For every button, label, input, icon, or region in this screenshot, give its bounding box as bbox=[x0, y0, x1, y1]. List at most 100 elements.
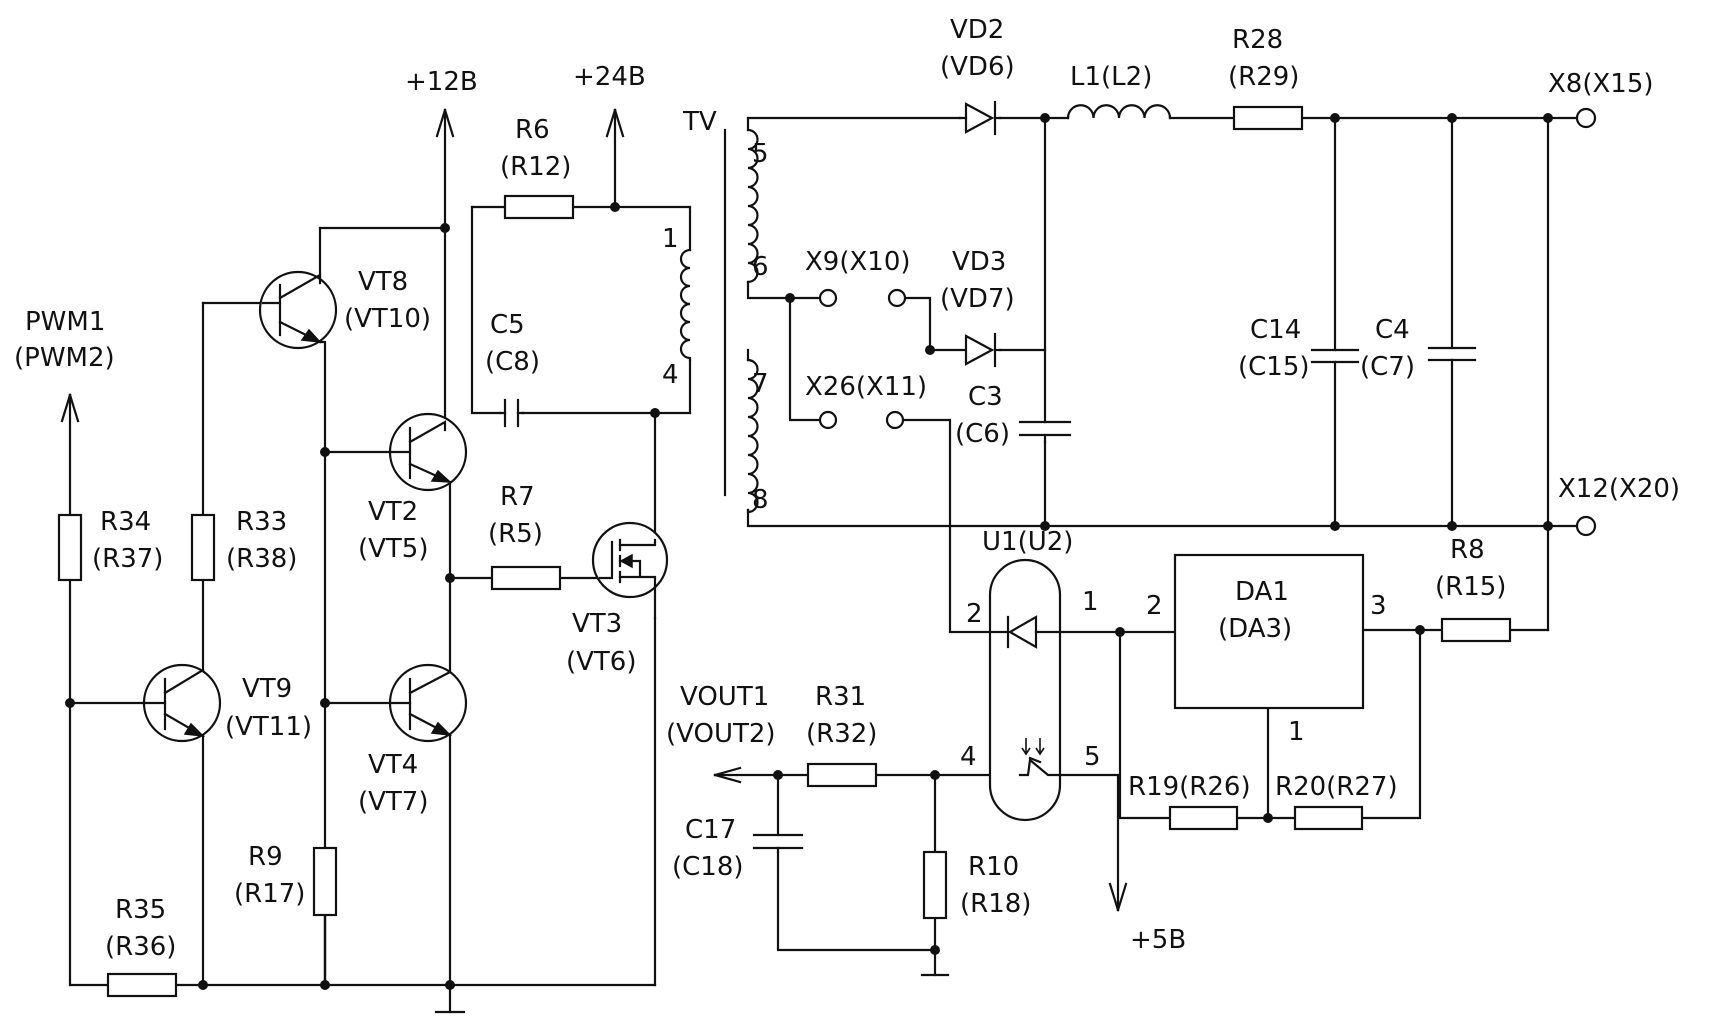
terminal-x9-b bbox=[887, 288, 907, 308]
resistor-r31 bbox=[806, 762, 878, 788]
label-c3-1: C3 bbox=[968, 382, 1003, 412]
label-c17-1: C17 bbox=[685, 815, 736, 845]
label-r28-2: (R29) bbox=[1228, 62, 1299, 92]
label-tv-pin-5: 5 bbox=[752, 139, 769, 169]
label-vt4-2: (VT7) bbox=[358, 787, 429, 817]
resistor-r33 bbox=[190, 513, 216, 582]
label-vd3-1: VD3 bbox=[952, 247, 1006, 277]
v24-arrow bbox=[605, 108, 625, 138]
inductor-l1 bbox=[1066, 104, 1172, 120]
terminal-x8 bbox=[1575, 107, 1597, 129]
label-r7-2: (R5) bbox=[488, 519, 543, 549]
label-r9-1: R9 bbox=[248, 842, 283, 872]
resistor-r10 bbox=[922, 850, 948, 920]
label-c4-2: (C7) bbox=[1360, 352, 1415, 382]
winding-7-8 bbox=[746, 358, 759, 514]
label-r34-2: (R37) bbox=[92, 544, 163, 574]
label-tv-pin-6: 6 bbox=[752, 252, 769, 282]
label-x12: X12(X20) bbox=[1558, 474, 1680, 504]
label-vd2-1: VD2 bbox=[950, 15, 1004, 45]
label-r31-2: (R32) bbox=[806, 719, 877, 749]
label-vt3-2: (VT6) bbox=[566, 647, 637, 677]
label-pwm-2: (PWM2) bbox=[14, 343, 115, 373]
label-vt2-2: (VT5) bbox=[358, 534, 429, 564]
label-da1-pin-1: 1 bbox=[1288, 717, 1305, 747]
label-x26: X26(X11) bbox=[805, 372, 927, 402]
label-vt8-2: (VT10) bbox=[344, 304, 431, 334]
v12-arrow bbox=[435, 108, 455, 138]
label-l1: L1(L2) bbox=[1070, 62, 1152, 92]
terminal-x26-b bbox=[885, 410, 905, 430]
label-c4-1: C4 bbox=[1375, 315, 1410, 345]
label-r9-2: (R17) bbox=[234, 879, 305, 909]
label-r33-2: (R38) bbox=[226, 544, 297, 574]
label-r7-1: R7 bbox=[500, 482, 535, 512]
label-r10-1: R10 bbox=[968, 852, 1019, 882]
label-r20: R20(R27) bbox=[1275, 772, 1398, 802]
label-vt3-1: VT3 bbox=[572, 609, 622, 639]
capacitor-c5 bbox=[498, 398, 525, 428]
labels: +12В +24В +5В PWM1 (PWM2) VOUT1 (VOUT2) … bbox=[14, 15, 1680, 962]
label-u1-pin-5: 5 bbox=[1084, 742, 1101, 772]
label-vt2-1: VT2 bbox=[368, 497, 418, 527]
resistor-r28 bbox=[1232, 105, 1304, 131]
label-pwm-1: PWM1 bbox=[25, 307, 105, 337]
label-c5-2: (C8) bbox=[485, 347, 540, 377]
resistor-r20 bbox=[1293, 805, 1364, 831]
v5-arrow bbox=[1108, 882, 1128, 912]
transformer-tv bbox=[679, 128, 759, 514]
label-u1-pin-1: 1 bbox=[1082, 587, 1099, 617]
optocoupler-u1 bbox=[988, 558, 1062, 822]
label-da1-pin-2: 2 bbox=[1146, 591, 1163, 621]
label-c14-1: C14 bbox=[1250, 315, 1301, 345]
diode-vd2 bbox=[958, 100, 1002, 136]
label-r8-2: (R15) bbox=[1435, 572, 1506, 602]
label-tv-pin-4: 4 bbox=[662, 360, 679, 390]
transistor-vt9 bbox=[141, 663, 222, 743]
label-vt9-2: (VT11) bbox=[225, 712, 312, 742]
capacitor-c14 bbox=[1310, 348, 1360, 364]
resistor-r9 bbox=[312, 846, 338, 917]
diode-vd3 bbox=[964, 332, 1002, 368]
label-vout-1: VOUT1 bbox=[680, 682, 769, 712]
transistor-vt2 bbox=[388, 412, 468, 492]
label-r35-1: R35 bbox=[115, 895, 166, 925]
transistor-vt4 bbox=[388, 663, 468, 743]
capacitor-c17 bbox=[752, 833, 804, 854]
label-vout-2: (VOUT2) bbox=[666, 719, 776, 749]
label-da1-1: DA1 bbox=[1235, 577, 1289, 607]
label-r10-2: (R18) bbox=[960, 889, 1031, 919]
label-tv-pin-1: 1 bbox=[662, 224, 679, 254]
label-u1-pin-2: 2 bbox=[966, 599, 983, 629]
label-r28-1: R28 bbox=[1232, 25, 1283, 55]
label-c5-1: C5 bbox=[490, 310, 525, 340]
capacitors bbox=[498, 346, 1477, 854]
label-r31-1: R31 bbox=[815, 682, 866, 712]
label-u1-pin-4: 4 bbox=[960, 742, 977, 772]
label-rail-12v: +12В bbox=[405, 67, 478, 97]
vout-arrow bbox=[713, 766, 742, 784]
label-c3-2: (C6) bbox=[955, 419, 1010, 449]
label-r35-2: (R36) bbox=[105, 932, 176, 962]
resistor-r19 bbox=[1168, 805, 1239, 831]
label-x9: X9(X10) bbox=[805, 247, 911, 277]
terminal-x26-a bbox=[818, 410, 838, 430]
label-r6-2: (R12) bbox=[500, 152, 571, 182]
rail-arrows bbox=[60, 108, 1128, 912]
capacitor-c3 bbox=[1018, 420, 1072, 444]
transistor-vt8 bbox=[258, 270, 338, 350]
winding-1-4 bbox=[679, 248, 692, 362]
pwm-arrow bbox=[60, 393, 80, 423]
terminal-x9-a bbox=[818, 288, 838, 308]
label-c17-2: (C18) bbox=[672, 852, 744, 882]
resistor-r8 bbox=[1440, 617, 1512, 643]
label-rail-24v: +24В bbox=[573, 62, 646, 92]
junctions bbox=[65, 113, 1553, 990]
regulator-da1 bbox=[1173, 553, 1365, 710]
transistor-vt3 bbox=[591, 521, 669, 620]
label-da1-pin-3: 3 bbox=[1370, 591, 1387, 621]
label-vt9-1: VT9 bbox=[242, 674, 292, 704]
label-r34-1: R34 bbox=[100, 507, 151, 537]
label-rail-5v: +5В bbox=[1130, 925, 1186, 955]
